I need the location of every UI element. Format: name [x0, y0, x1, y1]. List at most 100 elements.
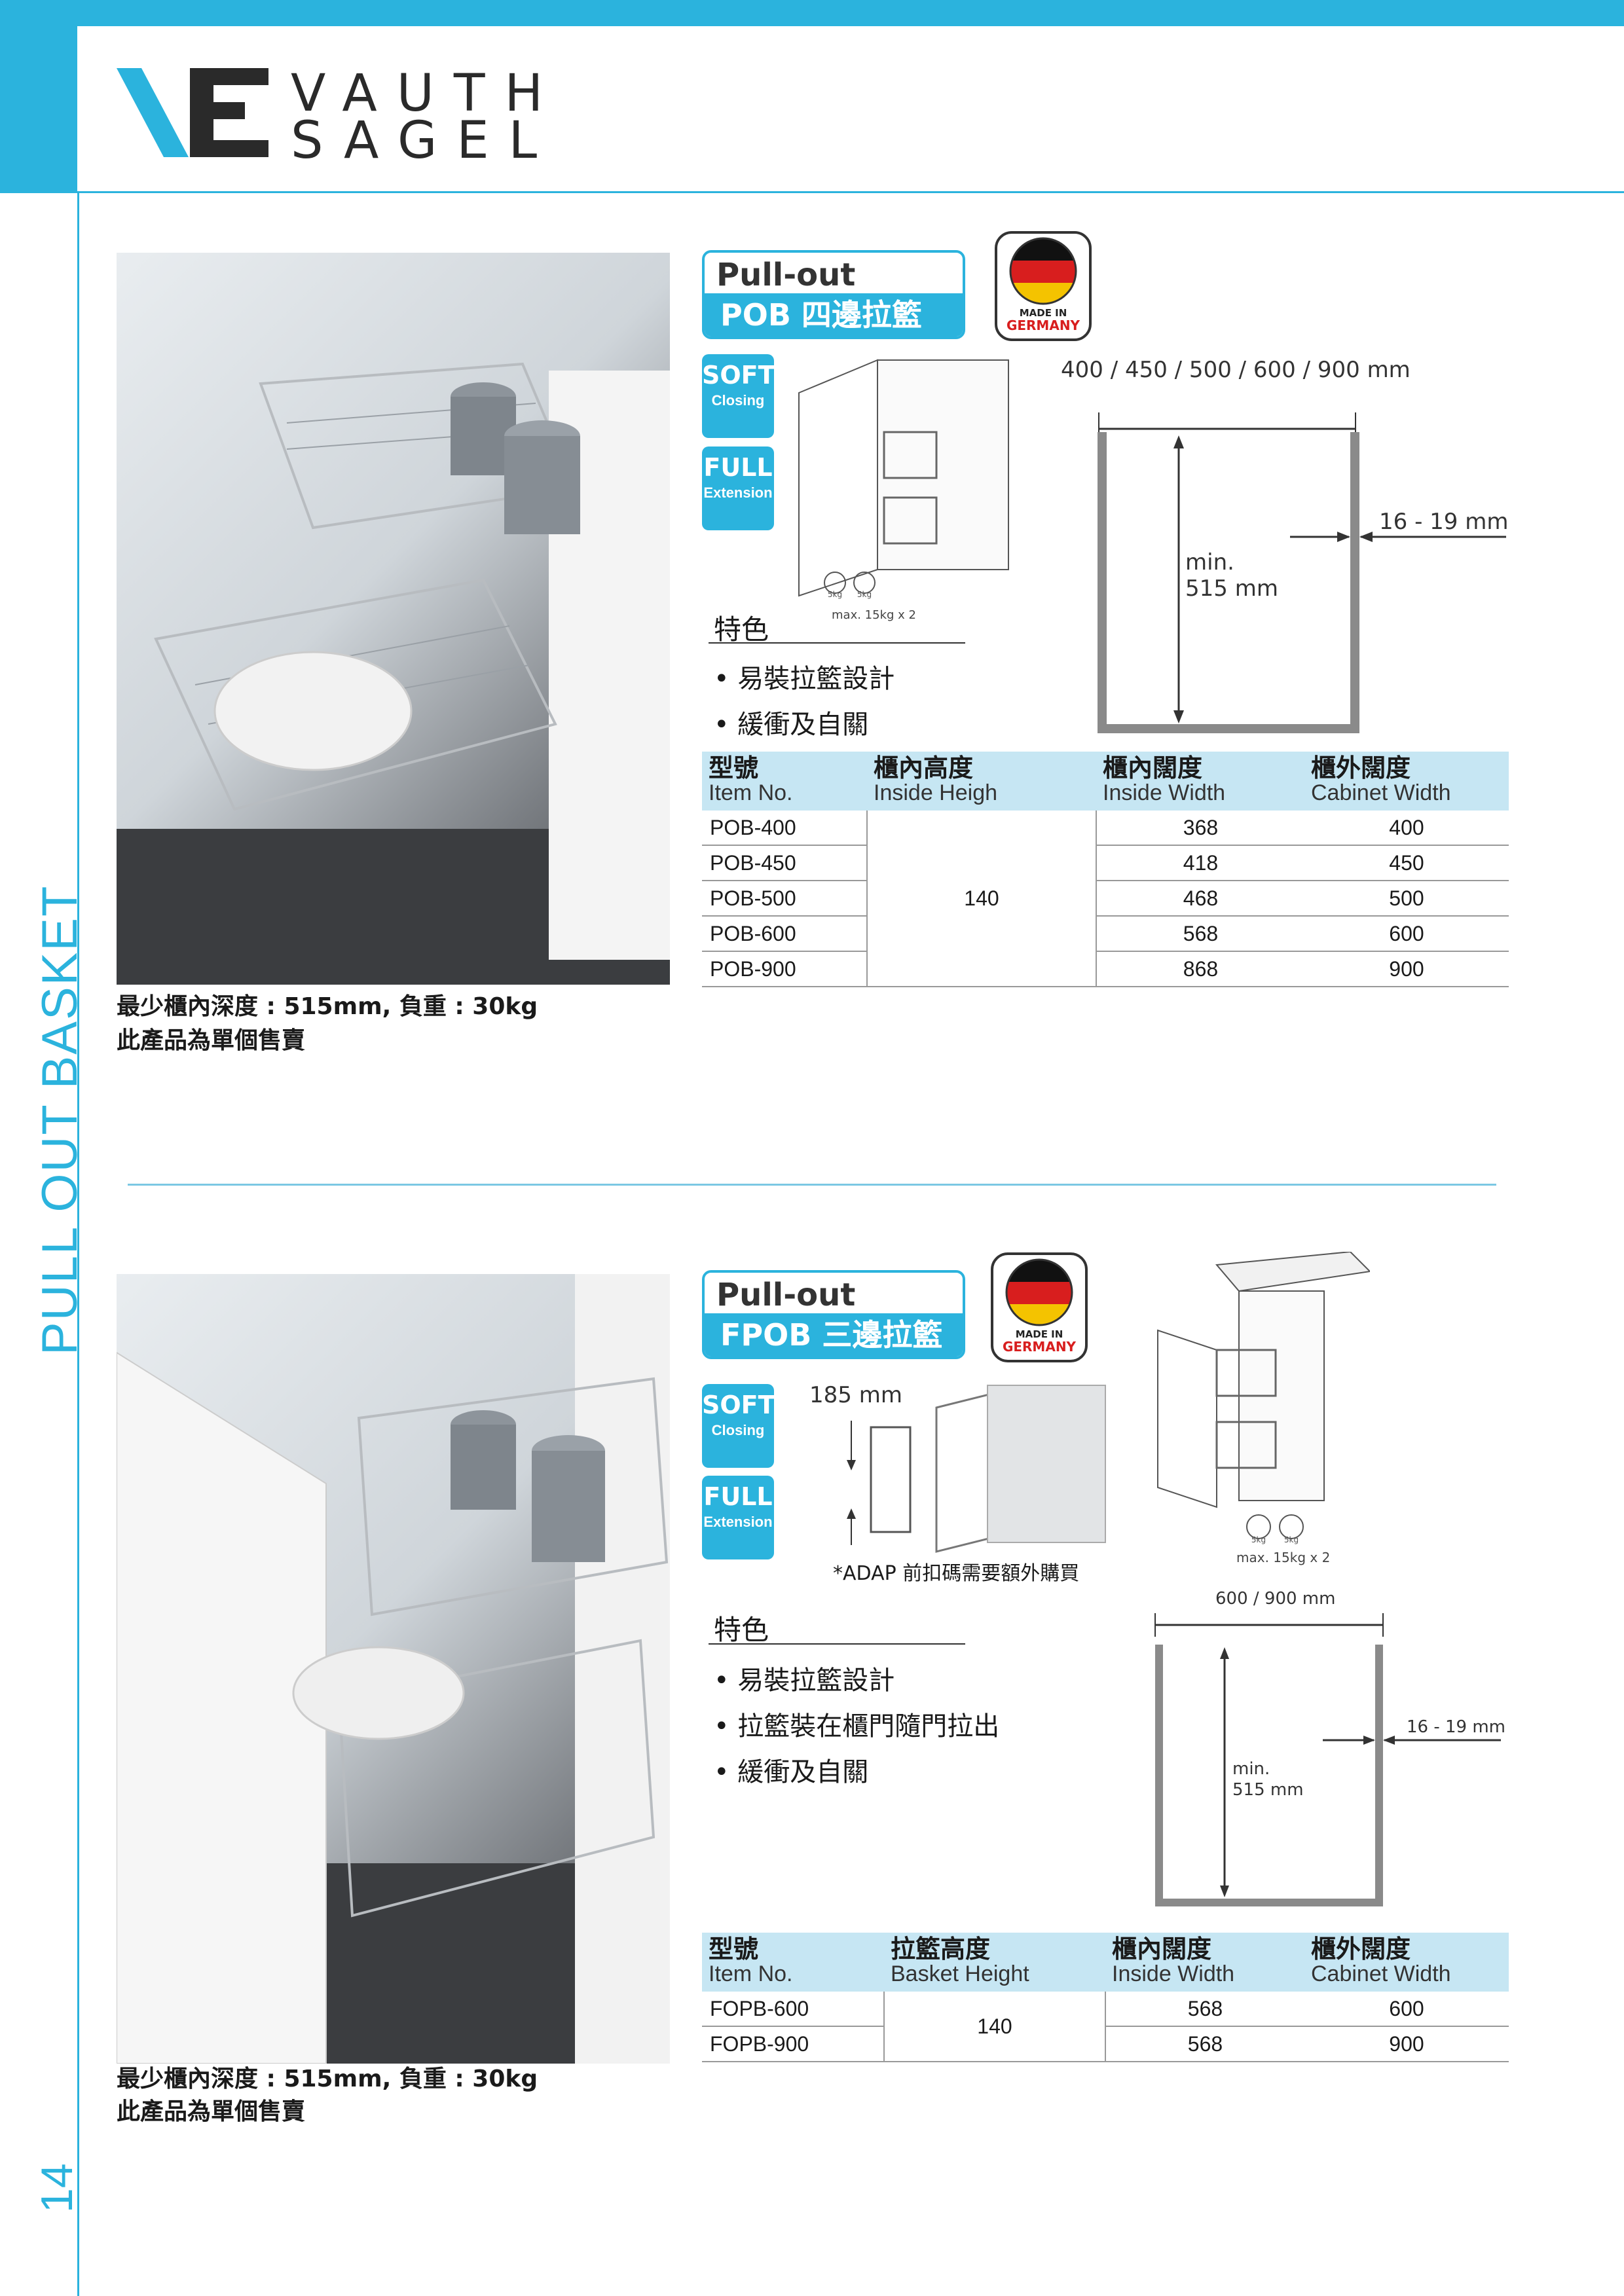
- table-row: POB-500 468 500: [702, 881, 1509, 917]
- cabinet-width-cell: 900: [1304, 2026, 1509, 2062]
- feature-item: • 易裝拉籃設計: [714, 664, 895, 694]
- dimension-diagram-fpob: 600 / 900 mm min. 515 mm 16 - 19 mm: [1154, 1589, 1505, 1906]
- product-photo-fpob: [117, 1274, 670, 2064]
- load-label: max. 15kg x 2: [1236, 1550, 1330, 1565]
- features-title: 特色: [714, 1614, 769, 1646]
- weight-tag-1: 5kg: [1251, 1535, 1266, 1544]
- spec-note: 最少櫃內深度 : 515mm, 負重 : 30kg: [117, 993, 538, 1020]
- logo-text-sagel: SAGEL: [291, 111, 557, 170]
- product-photo-pob: [117, 253, 670, 985]
- full-badge-sub: Extension: [703, 484, 773, 501]
- width-dimension-label: 400 / 450 / 500 / 600 / 900 mm: [1061, 357, 1411, 383]
- door-mounted-basket-illustration: [117, 1274, 670, 2064]
- features-title: 特色: [714, 613, 769, 646]
- sale-note: 此產品為單個售賣: [117, 2098, 306, 2125]
- vauth-sagel-logo-mark: [117, 68, 268, 157]
- weight-tag-2: 5kg: [857, 590, 872, 599]
- side-thickness-label: 16 - 19 mm: [1407, 1717, 1505, 1737]
- made-in-text: MADE IN: [1016, 1328, 1063, 1340]
- adap-note: *ADAP 前扣碼需要額外購買: [833, 1562, 1080, 1585]
- page-number: 14: [32, 2163, 82, 2213]
- dimension-diagram-pob: 400 / 450 / 500 / 600 / 900 mm min. 515 …: [1061, 357, 1508, 733]
- sidebar-accent-block: [0, 26, 77, 193]
- cabinet-width-cell: 600: [1304, 1992, 1509, 2027]
- pull-out-basket-illustration: [117, 362, 670, 985]
- product-title-box-fpob: Pull-out Basket FPOB 三邊拉籃: [702, 1270, 965, 1359]
- table-row: POB-400 140 368 400: [702, 811, 1509, 987]
- item-cell: POB-450: [702, 845, 867, 881]
- top-accent-bar: [0, 0, 1624, 26]
- section-label: PULL OUT BASKET: [32, 884, 88, 1355]
- load-label: max. 15kg x 2: [832, 608, 916, 622]
- spec-note: 最少櫃內深度 : 515mm, 負重 : 30kg: [117, 2066, 538, 2092]
- width-dimension-label: 600 / 900 mm: [1215, 1589, 1335, 1609]
- full-extension-badge: FULL Extension: [702, 446, 774, 530]
- item-cell: FOPB-600: [702, 1992, 884, 2027]
- inside-width-cell: 568: [1105, 1992, 1304, 2027]
- section-divider: [128, 1184, 1496, 1186]
- side-thickness-label: 16 - 19 mm: [1379, 509, 1508, 535]
- inside-width-cell: 468: [1096, 881, 1304, 917]
- bracket-dimension-label: 185 mm: [809, 1382, 902, 1408]
- table-row: POB-600 568 600: [702, 916, 1509, 952]
- full-badge-sub: Extension: [703, 1514, 773, 1530]
- full-badge-main: FULL: [703, 453, 773, 482]
- feature-item: • 易裝拉籃設計: [714, 1666, 895, 1696]
- soft-closing-badge: SOFT Closing: [702, 354, 775, 438]
- margin-rule: [77, 193, 79, 2296]
- adap-bracket-sketch: 185 mm: [809, 1382, 1106, 1553]
- feature-item: • 拉籃裝在櫃門隨門拉出: [714, 1711, 1000, 1741]
- weight-tag-2: 5kg: [1284, 1535, 1299, 1544]
- full-extension-badge: FULL Extension: [702, 1476, 774, 1559]
- cabinet-width-cell: 600: [1304, 916, 1509, 952]
- germany-text: GERMANY: [1003, 1339, 1077, 1355]
- item-cell: POB-500: [702, 881, 867, 917]
- full-badge-main: FULL: [703, 1482, 773, 1511]
- item-cell: POB-600: [702, 916, 867, 952]
- made-in-germany-icon: MADE IN GERMANY: [991, 1252, 1088, 1362]
- cabinet-sketch-fpob: 5kg 5kg max. 15kg x 2: [1157, 1252, 1370, 1565]
- made-in-text: MADE IN: [1020, 307, 1067, 319]
- depth-label-min: min.: [1232, 1759, 1270, 1779]
- product-title-cn: POB 四邊拉籃: [705, 293, 963, 337]
- logo-text-vauth: VAUTH: [291, 64, 563, 123]
- header-rule: [77, 191, 1624, 193]
- weight-tag-1: 5kg: [828, 590, 842, 599]
- soft-badge-sub: Closing: [711, 392, 765, 409]
- inside-width-cell: 868: [1096, 951, 1304, 987]
- cabinet-width-cell: 500: [1304, 881, 1509, 917]
- item-cell: POB-900: [702, 951, 867, 987]
- cabinet-width-cell: 900: [1304, 951, 1509, 987]
- soft-closing-badge: SOFT Closing: [702, 1384, 775, 1468]
- sale-note: 此產品為單個售賣: [117, 1027, 306, 1054]
- height-cell: 140: [866, 811, 1097, 987]
- inside-width-cell: 568: [1096, 916, 1304, 952]
- table-row: FOPB-600 140 568 600: [702, 1992, 1509, 2062]
- height-cell: 140: [883, 1992, 1106, 2062]
- cabinet-width-cell: 400: [1304, 811, 1509, 846]
- feature-item: • 緩衝及自關: [714, 1757, 869, 1787]
- soft-badge-main: SOFT: [702, 1391, 775, 1419]
- inside-width-cell: 418: [1096, 845, 1304, 881]
- features-rule: [709, 642, 965, 644]
- table-row: FOPB-900 568 900: [702, 2026, 1509, 2062]
- depth-label-value: 515 mm: [1185, 575, 1278, 602]
- table-row: POB-900 868 900: [702, 951, 1509, 987]
- cabinet-sketch-pob: 5kg 5kg max. 15kg x 2: [798, 359, 1009, 622]
- cabinet-width-cell: 450: [1304, 845, 1509, 881]
- inside-width-cell: 368: [1096, 811, 1304, 846]
- table-row: POB-450 418 450: [702, 845, 1509, 881]
- inside-width-cell: 568: [1105, 2026, 1304, 2062]
- item-cell: POB-400: [702, 811, 867, 846]
- features-rule: [709, 1643, 965, 1645]
